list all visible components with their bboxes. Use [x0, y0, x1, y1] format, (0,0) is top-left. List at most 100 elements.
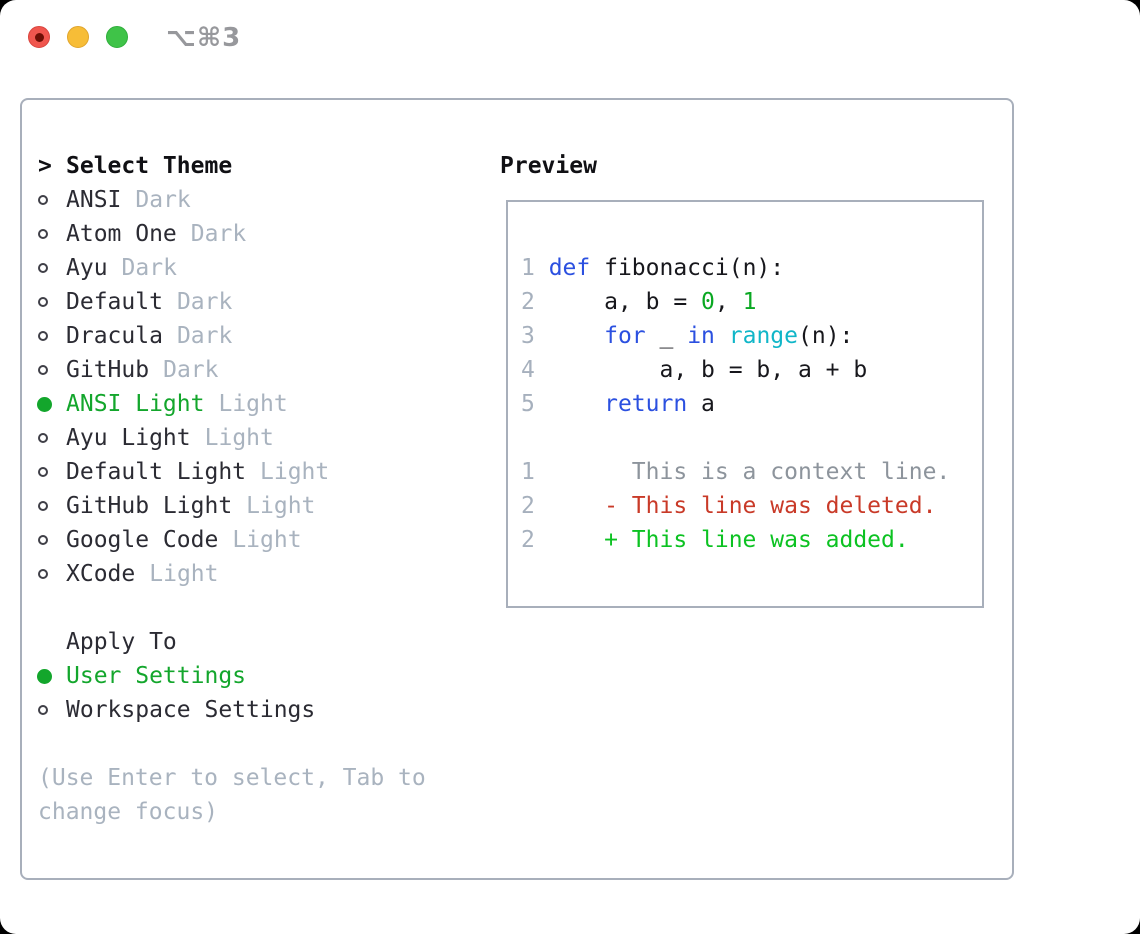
record-dot-icon [34, 32, 44, 42]
option-label: GitHub Light [66, 493, 233, 519]
radio-unselected-icon [38, 251, 66, 285]
spacer [38, 727, 478, 761]
option-label: GitHub [66, 357, 150, 383]
preview-section: Preview 1 def fibonacci(n):2 a, b = 0, 1… [500, 149, 1006, 608]
radio-unselected-icon [38, 285, 66, 319]
option-label: User Settings [66, 663, 247, 689]
apply-option-workspace-settings[interactable]: Workspace Settings [38, 693, 478, 727]
line-number: 2 [521, 493, 535, 519]
option-label: ANSI [66, 187, 122, 213]
radio-unselected-icon [38, 455, 66, 489]
line-number: 5 [521, 391, 535, 417]
variant-badge: Dark [135, 187, 191, 213]
apply-to-header: Apply To [66, 629, 177, 655]
radio-unselected-icon [38, 523, 66, 557]
code-segment-del: - This line was deleted. [534, 493, 937, 519]
code-segment-plain [715, 323, 729, 349]
line-number: 2 [521, 527, 535, 553]
preview-code-line: 1 def fibonacci(n): [521, 251, 982, 285]
titlebar: ⌥⌘3 [0, 0, 1140, 76]
code-segment-kw: return [604, 391, 688, 417]
select-theme-header-row: > Select Theme [38, 149, 478, 183]
variant-badge: Dark [163, 357, 219, 383]
window-title: ⌥⌘3 [166, 23, 242, 53]
spacer [38, 591, 478, 625]
option-label: Workspace Settings [66, 697, 316, 723]
preview-added-line: 2 + This line was added. [521, 523, 982, 557]
code-segment-plain: a, b = b, a + b [534, 357, 868, 383]
variant-badge: Light [246, 493, 316, 519]
radio-selected-icon [37, 659, 66, 693]
code-segment-plain: a [687, 391, 715, 417]
prompt-cursor-icon: > [38, 153, 52, 179]
line-number: 4 [521, 357, 535, 383]
code-segment-kw: in [687, 323, 715, 349]
option-label: Ayu Light [66, 425, 191, 451]
preview-code-line: 3 for _ in range(n): [521, 319, 982, 353]
preview-title: Preview [500, 153, 597, 179]
preview-code-line: 5 return a [521, 387, 982, 421]
theme-option-ayu[interactable]: Ayu Dark [38, 251, 478, 285]
radio-unselected-icon [38, 353, 66, 387]
variant-badge: Light [204, 425, 274, 451]
line-number: 2 [521, 289, 535, 315]
code-segment-plain: a, b = [534, 289, 702, 315]
code-segment-add: + This line was added. [534, 527, 909, 553]
code-segment-plain [535, 255, 549, 281]
option-label: Default [66, 289, 163, 315]
line-number: 1 [521, 459, 535, 485]
zoom-button[interactable] [106, 26, 128, 48]
line-number: 1 [521, 255, 535, 281]
keyboard-hint-text: (Use Enter to select, Tab to change focu… [38, 765, 426, 825]
preview-deleted-line: 2 - This line was deleted. [521, 489, 982, 523]
code-segment-plain: fibonacci(n): [590, 255, 785, 281]
option-label: Atom One [66, 221, 177, 247]
code-segment-plain [535, 323, 604, 349]
select-theme-header: Select Theme [66, 153, 233, 179]
variant-badge: Light [260, 459, 330, 485]
code-segment-num: 1 [742, 289, 757, 315]
theme-option-github-light[interactable]: GitHub Light Light [38, 489, 478, 523]
apply-option-user-settings[interactable]: User Settings [37, 659, 478, 693]
code-segment-plain: _ [645, 323, 688, 349]
radio-unselected-icon [38, 217, 66, 251]
option-label: ANSI Light [66, 391, 205, 417]
radio-unselected-icon [38, 489, 66, 523]
traffic-lights [28, 26, 128, 48]
variant-badge: Dark [190, 221, 247, 247]
code-segment-plain: , [714, 289, 743, 315]
variant-badge: Dark [121, 255, 177, 281]
radio-selected-icon [37, 387, 66, 421]
theme-option-github[interactable]: GitHub Dark [38, 353, 478, 387]
theme-option-atom-one[interactable]: Atom One Dark [38, 217, 478, 251]
option-label: Dracula [66, 323, 163, 349]
apply-to-header-row: Apply To [38, 625, 478, 659]
close-button[interactable] [28, 26, 50, 48]
option-label: Google Code [66, 527, 219, 553]
option-label: Ayu [66, 255, 108, 281]
preview-code-line: 2 a, b = 0, 1 [521, 285, 982, 319]
theme-option-google-code[interactable]: Google Code Light [38, 523, 478, 557]
marker-spacer [38, 625, 66, 659]
code-segment-builtin: range [728, 323, 798, 349]
radio-unselected-icon [38, 421, 66, 455]
variant-badge: Light [232, 527, 302, 553]
radio-unselected-icon [38, 557, 66, 591]
code-segment-ctx: This is a context line. [534, 459, 951, 485]
minimize-button[interactable] [67, 26, 89, 48]
code-segment-kw: def [548, 255, 591, 281]
code-segment-plain [535, 391, 604, 417]
variant-badge: Light [149, 561, 219, 587]
preview-code-line: 4 a, b = b, a + b [521, 353, 982, 387]
theme-option-ayu-light[interactable]: Ayu Light Light [38, 421, 478, 455]
theme-option-ansi[interactable]: ANSI Dark [38, 183, 478, 217]
